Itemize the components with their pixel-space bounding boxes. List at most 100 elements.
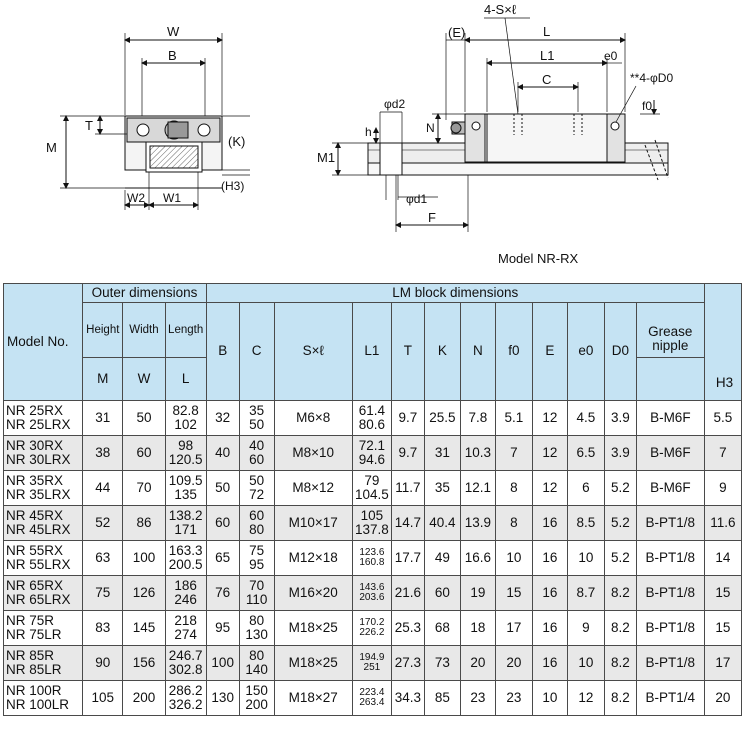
cell-grease-nipple: B-PT1/8 <box>635 575 705 611</box>
label-W1: W1 <box>163 191 181 205</box>
figure-caption: Model NR-RX <box>498 251 579 266</box>
cell-E: 16 <box>531 505 568 541</box>
header-C: C <box>238 302 275 401</box>
label-L1: L1 <box>540 48 554 63</box>
cell-E: 16 <box>531 575 568 611</box>
header-K: K <box>423 302 461 401</box>
header-D0: D0 <box>603 302 637 401</box>
cell-D0: 5.2 <box>603 505 637 541</box>
cell-e0: 12 <box>566 680 605 716</box>
header-grease-blank <box>635 357 705 401</box>
label-d2: φd2 <box>384 97 405 111</box>
cell-E: 16 <box>531 645 568 681</box>
cell-SxL: M18×27 <box>273 680 353 716</box>
cell-E: 12 <box>531 400 568 436</box>
cell-B: 65 <box>205 540 240 576</box>
header-W: W <box>122 357 166 401</box>
cell-D0: 5.2 <box>603 470 637 506</box>
cell-M: 63 <box>82 540 124 576</box>
header-B: B <box>205 302 240 401</box>
cell-H3: 17 <box>703 645 743 681</box>
cell-SxL: M18×25 <box>273 610 353 646</box>
cell-H3: 15 <box>703 610 743 646</box>
cell-E: 10 <box>531 680 568 716</box>
label-h: h <box>365 125 372 139</box>
label-M1: M1 <box>317 150 335 165</box>
cell-SxL: M10×17 <box>273 505 353 541</box>
cell-K: 73 <box>423 645 461 681</box>
cell-K: 25.5 <box>423 400 461 436</box>
label-H3: (H3) <box>221 179 244 193</box>
cell-W: 60 <box>122 435 166 471</box>
cell-E: 16 <box>531 540 568 576</box>
label-W: W <box>167 24 180 39</box>
cell-H3: 20 <box>703 680 743 716</box>
header-length: Length <box>164 302 207 358</box>
cell-e0: 6.5 <box>566 435 605 471</box>
cell-M: 90 <box>82 645 124 681</box>
cell-grease-nipple: B-PT1/8 <box>635 610 705 646</box>
cell-N: 23 <box>459 680 496 716</box>
cell-N: 20 <box>459 645 496 681</box>
cell-grease-nipple: B-PT1/8 <box>635 645 705 681</box>
label-T: T <box>85 118 93 133</box>
header-width: Width <box>122 302 166 358</box>
header-SxL: S×ℓ <box>273 302 353 401</box>
cell-e0: 10 <box>566 645 605 681</box>
cell-T: 11.7 <box>390 470 425 506</box>
header-grease-nipple: Grease nipple <box>635 302 705 358</box>
header-height: Height <box>82 302 124 358</box>
cell-f0: 10 <box>494 540 533 576</box>
cell-f0: 8 <box>494 470 533 506</box>
cell-SxL: M8×10 <box>273 435 353 471</box>
cell-e0: 6 <box>566 470 605 506</box>
header-group-row: Model No. Outer dimensions LM block dime… <box>2 283 743 401</box>
header-H3: H3 <box>715 375 734 390</box>
header-T: T <box>390 302 425 401</box>
label-4-SxL: 4-S×ℓ <box>484 2 517 17</box>
cell-SxL: M8×12 <box>273 470 353 506</box>
cell-T: 14.7 <box>390 505 425 541</box>
cell-E: 12 <box>531 435 568 471</box>
cell-H3: 9 <box>703 470 743 506</box>
cell-T: 21.6 <box>390 575 425 611</box>
cell-M: 105 <box>82 680 124 716</box>
cell-T: 17.7 <box>390 540 425 576</box>
cell-K: 35 <box>423 470 461 506</box>
label-C: C <box>542 72 551 87</box>
cell-K: 85 <box>423 680 461 716</box>
cell-E: 16 <box>531 610 568 646</box>
cell-N: 7.8 <box>459 400 496 436</box>
cell-SxL: M16×20 <box>273 575 353 611</box>
cell-W: 86 <box>122 505 166 541</box>
cell-grease-nipple: B-M6F <box>635 435 705 471</box>
cell-SxL: M6×8 <box>273 400 353 436</box>
header-symbol-row: M W L <box>4 357 742 401</box>
cell-B: 40 <box>205 435 240 471</box>
label-F: F <box>428 210 436 225</box>
